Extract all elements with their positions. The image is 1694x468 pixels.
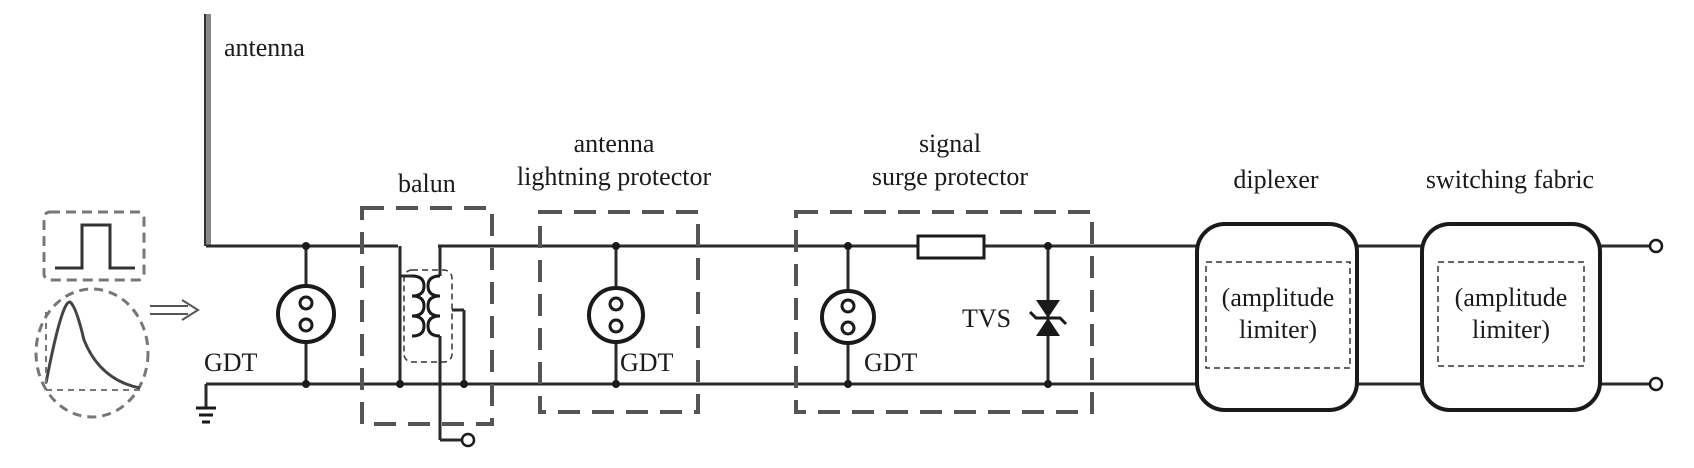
surge-impulse-waveform-icon <box>34 287 150 419</box>
balun-box <box>360 206 494 426</box>
diplexer-limiter-line2: limiter) <box>1239 315 1317 344</box>
signal-protector-label-line2: surge protector <box>872 162 1029 191</box>
diplexer-block <box>1195 222 1359 412</box>
tvs-label: TVS <box>962 304 1011 333</box>
diplexer-label: diplexer <box>1233 165 1319 194</box>
gdt-1-label: GDT <box>204 348 258 377</box>
resistor-symbol <box>916 234 986 260</box>
switching-fabric-block <box>1420 222 1602 412</box>
input-waveforms <box>34 210 200 419</box>
gdt-2-symbol <box>587 242 645 388</box>
square-pulse-waveform-icon <box>42 210 146 282</box>
switching-fabric-limiter-box <box>1437 261 1585 367</box>
switching-fabric-limiter-line1: (amplitude <box>1455 283 1568 312</box>
switching-fabric-limiter-line2: limiter) <box>1472 315 1550 344</box>
gdt-3-label: GDT <box>864 348 918 377</box>
balun-label: balun <box>398 169 456 198</box>
output-terminal-top <box>1648 238 1664 254</box>
antenna-protector-label-line2: lightning protector <box>517 162 712 191</box>
antenna-mast <box>204 14 211 246</box>
output-terminal-bottom <box>1648 376 1664 392</box>
tvs-diode-symbol <box>1028 242 1068 388</box>
double-arrow-icon <box>150 299 200 321</box>
ground-icon <box>196 384 216 424</box>
antenna-label: antenna <box>224 33 305 62</box>
switching-fabric-label: switching fabric <box>1426 165 1594 194</box>
signal-protector-label-line1: signal <box>919 129 981 158</box>
gdt-3-symbol <box>820 242 876 388</box>
gdt-2-label: GDT <box>620 348 674 377</box>
signal-surge-protector-box <box>794 210 1094 414</box>
diplexer-limiter-box <box>1205 261 1351 369</box>
antenna-lightning-protector-box <box>538 210 700 414</box>
balun-transformer-symbol <box>396 246 476 448</box>
gdt-1-symbol <box>276 242 336 388</box>
antenna-protector-label-line1: antenna <box>574 129 655 158</box>
diplexer-limiter-line1: (amplitude <box>1222 283 1335 312</box>
